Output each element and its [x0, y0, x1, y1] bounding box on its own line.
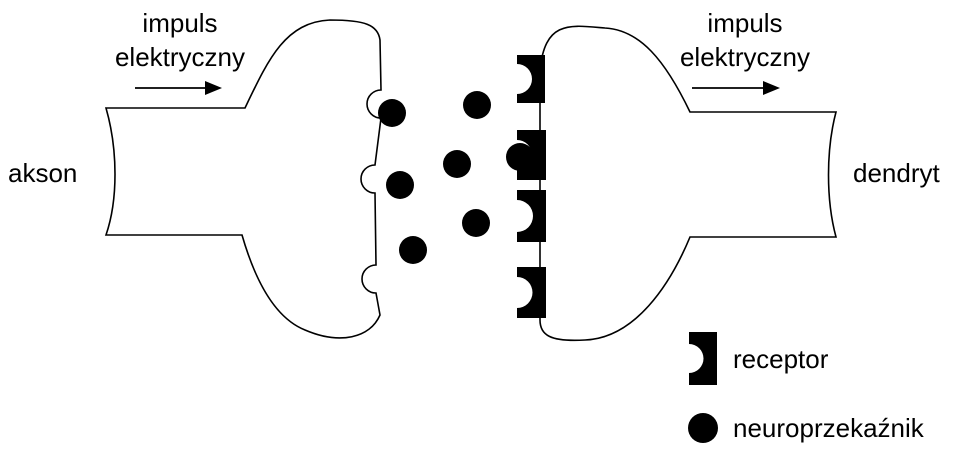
neurotransmitter-icon [506, 143, 534, 171]
legend-receptor-label: receptor [733, 344, 829, 374]
legend-neurotransmitter-label: neuroprzekaźnik [733, 413, 925, 443]
left-impulse-arrow [135, 81, 222, 95]
neurotransmitter-icon [378, 99, 406, 127]
legend-receptor-icon [689, 332, 717, 385]
legend: receptor neuroprzekaźnik [688, 332, 925, 443]
right-impulse-arrow [692, 81, 780, 95]
axon-terminal-outline [104, 19, 382, 339]
right-impulse-label-line1: impuls [707, 8, 782, 38]
left-impulse-label-line1: impuls [142, 8, 217, 38]
legend-neurotransmitter-icon [688, 413, 718, 443]
neurotransmitter-icon [443, 150, 471, 178]
axon-label: akson [8, 158, 77, 188]
right-impulse-label-line2: elektryczny [680, 42, 810, 72]
neurotransmitter-icon [399, 236, 427, 264]
dendrite-terminal-outline [539, 25, 838, 342]
receptor-icon [517, 55, 545, 103]
left-impulse-label-line2: elektryczny [115, 42, 245, 72]
receptor-icon [517, 190, 546, 242]
neurotransmitter-icon [463, 91, 491, 119]
neurotransmitter-icon [386, 171, 414, 199]
neurotransmitter-icon [462, 209, 490, 237]
dendrite-label: dendryt [853, 158, 940, 188]
receptor-icon [517, 130, 546, 180]
receptor-icon [517, 267, 546, 318]
